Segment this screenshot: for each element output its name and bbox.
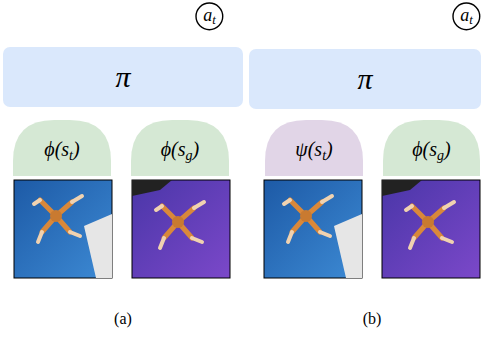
- node-text: ψ(st): [295, 139, 332, 163]
- observation-image: [264, 180, 362, 278]
- encoder-shape: ϕ(st): [13, 120, 111, 176]
- node-text: ϕ(sg): [161, 139, 199, 163]
- node-outline: [13, 120, 111, 176]
- encoder-shape: ϕ(sg): [131, 120, 229, 176]
- node-text: at: [460, 6, 473, 27]
- node-text: π: [115, 62, 130, 92]
- action-node: at: [452, 2, 481, 31]
- node-text: at: [203, 6, 216, 27]
- goal-image: [382, 180, 480, 278]
- encoder-shape: ϕ(sg): [383, 120, 480, 176]
- node-outline: [453, 3, 480, 30]
- node-text: ϕ(sg): [412, 139, 450, 163]
- node-outline: [265, 120, 363, 176]
- action-node: at: [195, 2, 224, 31]
- observation-image: [14, 180, 112, 278]
- node-text: ϕ(st): [44, 139, 79, 163]
- panel-label: (a): [114, 310, 132, 328]
- goal-image: [132, 180, 230, 278]
- policy-box: π: [249, 49, 481, 109]
- node-outline: [196, 3, 223, 30]
- node-text: π: [357, 64, 372, 94]
- node-outline: [249, 49, 481, 109]
- node-outline: [3, 47, 243, 107]
- node-outline: [383, 120, 480, 176]
- node-outline: [131, 120, 229, 176]
- policy-box: π: [3, 47, 243, 107]
- panel-label: (b): [363, 310, 382, 328]
- encoder-shape: ψ(st): [265, 120, 363, 176]
